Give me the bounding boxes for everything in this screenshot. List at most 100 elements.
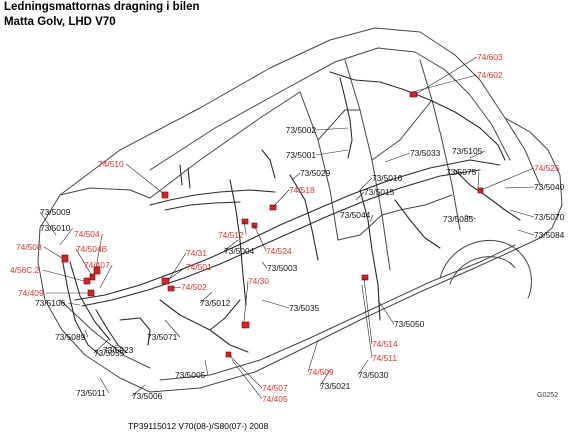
leader-74-509 [307, 339, 319, 373]
connector-74-507 [225, 351, 232, 358]
label-73-5029: 73/5029 [300, 168, 331, 178]
leader-73-5001 [315, 149, 349, 156]
leader-74-603 [415, 56, 478, 95]
harness-floor-main [74, 159, 501, 301]
leader-74-518 [272, 189, 290, 208]
leader-73-5029 [291, 172, 301, 181]
connector-74-504b [89, 273, 96, 281]
harness-short-2 [261, 149, 276, 179]
leader-73-5084 [517, 229, 535, 236]
leader-73-5033 [384, 152, 411, 163]
harness-mid-branch [289, 174, 319, 261]
label-74-30: 74/30 [248, 276, 269, 286]
leader-73-5040 [504, 186, 535, 189]
side-sill-inner [159, 244, 516, 381]
harness-dash [149, 189, 276, 211]
rear-wheel-arch [439, 240, 532, 299]
leader-lines [39, 56, 535, 400]
windscreen [149, 91, 301, 199]
front-door-edge [337, 214, 383, 241]
harness-front-vertical [61, 257, 111, 356]
connector-74-512 [241, 218, 249, 225]
window-rear [371, 99, 433, 161]
harness-roof-drop [339, 77, 353, 159]
leader-74-507 [229, 355, 263, 389]
reference-code: G0252 [537, 392, 559, 399]
diagram-subtitle: Matta Golv, LHD V70 [4, 16, 116, 28]
leader-73-5006 [131, 384, 146, 397]
label-74-508: 74/508 [16, 242, 42, 252]
leader-73-5002 [315, 127, 349, 131]
connector-74-603 [409, 91, 418, 98]
connector-74-409 [87, 289, 95, 297]
leader-74-525 [480, 167, 535, 191]
label-74-507: 74/507 [262, 383, 288, 393]
car-body [37, 27, 563, 393]
connector-74-501 [161, 277, 170, 285]
label-74-407: 74/407 [84, 260, 110, 270]
connector-74-514 [361, 274, 369, 281]
label-73-5075: 73/5075 [446, 167, 477, 177]
rear-hatch [504, 117, 563, 239]
leader-73-5009 [39, 211, 57, 236]
leader-73-5085 [464, 214, 477, 220]
leader-74-502 [171, 286, 182, 289]
side-sill [149, 237, 541, 393]
harness-short-1 [179, 164, 191, 189]
connector-74-510 [161, 191, 169, 199]
connector-74-30 [241, 321, 250, 329]
wiring-harness [61, 71, 521, 356]
harness-rear-body [454, 169, 521, 221]
leader-73-5023 [102, 344, 119, 351]
leader-73-5035 [261, 299, 290, 309]
leader-73-5012 [199, 291, 213, 304]
diagram-title: Ledningsmattornas dragning i bilen [4, 1, 200, 13]
leader-73-5070 [509, 209, 535, 218]
label-73-5071: 73/5071 [147, 332, 178, 342]
harness-rear-branch [359, 189, 381, 321]
label-74-409: 74/409 [18, 288, 44, 298]
leader-73-5016 [359, 177, 373, 191]
leader-74-30 [243, 280, 249, 323]
label-73-5002: 73/5002 [286, 125, 317, 135]
leader-73-5105 [469, 150, 486, 159]
leader-74-524 [253, 224, 267, 252]
label-73-5001: 73/5001 [286, 150, 317, 160]
connector-74-504 [93, 266, 101, 275]
roof-inner-line [149, 47, 511, 171]
leader-73-5055 [93, 339, 109, 354]
label-4-56c-2: 4/56C.2 [10, 265, 40, 275]
connector-74-518 [269, 204, 277, 211]
connectors [61, 91, 484, 358]
leader-74-31 [169, 252, 187, 279]
label-73-5030: 73/5030 [358, 370, 389, 380]
label-74-524: 74/524 [266, 246, 292, 256]
label-74-514: 74/514 [372, 339, 398, 349]
label-73-5012: 73/5012 [200, 298, 231, 308]
harness-tunnel [159, 299, 249, 353]
label-73-5033: 73/5033 [410, 148, 441, 158]
leader-73-5015 [355, 191, 365, 201]
front-bumper [37, 227, 151, 393]
label-74-602: 74/602 [477, 70, 503, 80]
label-74-501: 74/501 [186, 262, 212, 272]
leader-73-5089 [84, 329, 89, 338]
label-73-5055: 73/5055 [94, 348, 125, 358]
harness-short-3 [119, 317, 151, 346]
leader-73-5005 [204, 359, 209, 376]
label-73-5003: 73/5003 [267, 263, 298, 273]
leader-73-5030 [357, 359, 369, 376]
rear-wheel [449, 256, 516, 285]
label-73-5040: 73/5040 [534, 182, 565, 192]
leader-74-504b [75, 248, 93, 277]
leader-73-5021 [319, 369, 331, 387]
a-pillar [299, 91, 339, 241]
label-74-518: 74/518 [289, 185, 315, 195]
leader-74-504 [95, 233, 103, 269]
rear-door-edge [381, 194, 453, 216]
label-74-504: 74/504 [74, 229, 100, 239]
label-73-5021: 73/5021 [320, 381, 351, 391]
harness-roof [329, 71, 506, 161]
leader-4-56c-2 [42, 269, 85, 282]
